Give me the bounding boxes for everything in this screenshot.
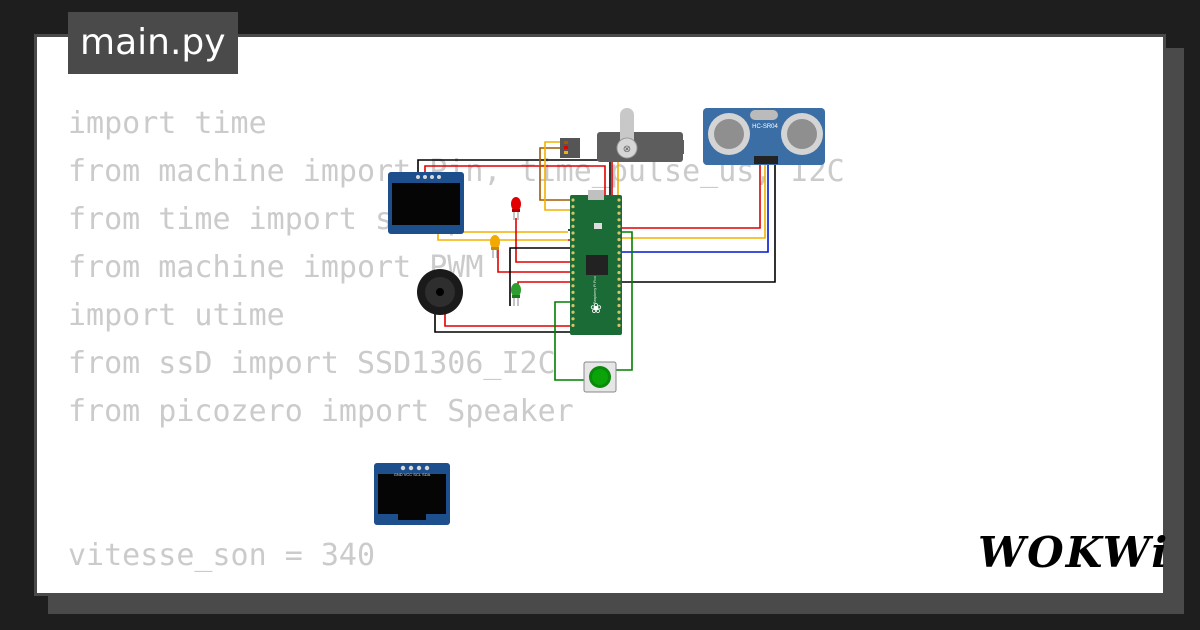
pico-pin — [571, 290, 575, 294]
pico-pin — [617, 264, 621, 268]
led-yellow[interactable] — [490, 235, 500, 258]
led-red[interactable] — [511, 197, 521, 220]
pico-pin — [571, 218, 575, 222]
push-button[interactable] — [583, 361, 617, 393]
pico-pin — [617, 284, 621, 288]
oled-display-bottom[interactable]: GND VCC SCL SDA — [374, 463, 450, 525]
pico-pin — [617, 251, 621, 255]
pico-pin — [571, 205, 575, 209]
servo-motor[interactable]: ⊗ — [560, 108, 684, 162]
pico-pin — [617, 304, 621, 308]
pico-pins — [571, 198, 621, 327]
pico-pin — [617, 218, 621, 222]
pico-pin — [571, 251, 575, 255]
code-line-6: from ssD import SSD1306_I2C — [68, 346, 556, 381]
pico-pin — [571, 244, 575, 248]
pico-pin — [617, 290, 621, 294]
pico-pin — [571, 277, 575, 281]
file-tab[interactable]: main.py — [68, 12, 238, 74]
pico-pin — [571, 317, 575, 321]
pico-pin — [571, 304, 575, 308]
pico-pin — [571, 257, 575, 261]
buzzer[interactable] — [417, 269, 463, 315]
pico-pin — [571, 224, 575, 228]
code-line-1: import time — [68, 106, 267, 141]
pico-pin — [617, 323, 621, 327]
pico-pin — [571, 284, 575, 288]
ultrasonic-label: HC-SR04 — [752, 124, 778, 130]
wokwi-logo: WOKWi — [978, 528, 1170, 577]
code-line-5: import utime — [68, 298, 285, 333]
pico-pin — [571, 323, 575, 327]
pico-pin — [617, 277, 621, 281]
pico-pin — [571, 264, 575, 268]
pico-pin — [617, 297, 621, 301]
pico-pin — [617, 271, 621, 275]
pico-pin — [617, 231, 621, 235]
pico-pin — [617, 224, 621, 228]
code-line-7: from picozero import Speaker — [68, 394, 574, 429]
pico-pin — [571, 211, 575, 215]
raspberry-logo-icon: ❀ — [590, 301, 602, 317]
led-green[interactable] — [511, 283, 521, 306]
pico-pin — [617, 211, 621, 215]
pico-pin — [617, 257, 621, 261]
pico-pin — [571, 231, 575, 235]
pico-pin — [617, 205, 621, 209]
pico-pin — [617, 198, 621, 202]
pico-pin — [571, 297, 575, 301]
pico-pin — [571, 271, 575, 275]
ultrasonic-sensor[interactable]: HC-SR04 — [703, 108, 825, 165]
pico-pin — [617, 238, 621, 242]
pico-pin — [571, 238, 575, 242]
raspberry-pi-pico[interactable]: ❀ Raspberry Pi Pico — [570, 190, 622, 335]
oled-display-top[interactable] — [388, 172, 464, 234]
servo-hub-icon: ⊗ — [623, 144, 631, 155]
pico-pin — [617, 310, 621, 314]
pico-pin — [571, 310, 575, 314]
code-line-8: vitesse_son = 340 — [68, 538, 376, 573]
pico-pin — [571, 198, 575, 202]
pico-pin — [617, 244, 621, 248]
pico-pin — [617, 317, 621, 321]
pico-label: Raspberry Pi Pico — [593, 276, 597, 304]
oled-pins-label: GND VCC SCL SDA — [394, 472, 431, 477]
wires — [417, 141, 776, 381]
